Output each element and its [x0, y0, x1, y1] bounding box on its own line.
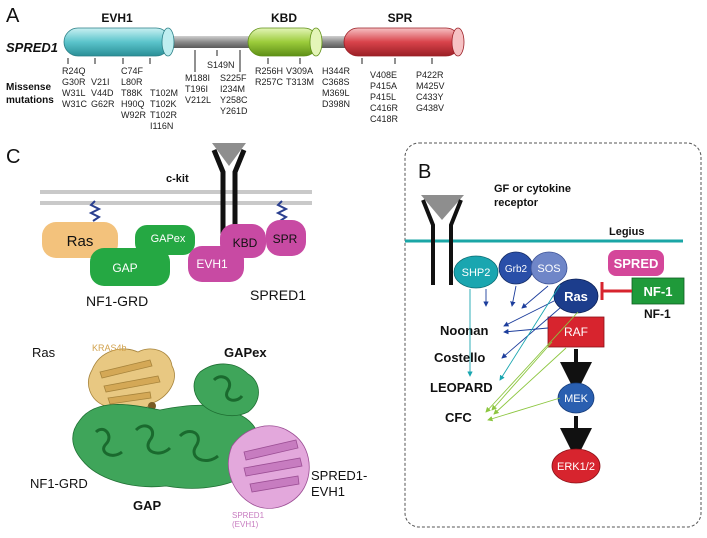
mek-node: MEK	[557, 382, 595, 414]
structure-nf1-grd-label: NF1-GRD	[30, 476, 88, 491]
mutation-group-4: T102M T102K T102R I116N	[150, 88, 181, 131]
grb2-node: Grb2	[498, 251, 534, 285]
sos-label: SOS	[537, 263, 560, 275]
ras-node-label: Ras	[564, 289, 588, 304]
sos-node: SOS	[530, 251, 568, 285]
mutation-group-8: V309A T313M	[286, 66, 315, 87]
nf1-gap-shape: GAPex GAP	[90, 225, 195, 286]
side-label-line2: mutations	[6, 95, 54, 106]
panel-b: B GF or cytokine receptor Legius SHP2 Gr…	[404, 142, 702, 528]
panel-a: A SPRED1 Missense mutations EVH1 KBD SPR	[6, 5, 465, 131]
raf-label: RAF	[564, 325, 588, 339]
kras-ribbon	[88, 348, 175, 415]
domain-label-kbd: KBD	[271, 11, 297, 25]
mutation-group-6: S225F I234M Y258C Y261D	[220, 73, 250, 116]
domain-label-evh1: EVH1	[101, 11, 133, 25]
structure-gap-label: GAP	[133, 498, 162, 513]
panel-c-letter: C	[6, 146, 20, 168]
linker-mutation: S149N	[207, 60, 235, 70]
erk-node: ERK1/2	[551, 448, 601, 484]
panel-b-frame	[404, 142, 702, 528]
nf1-grd-label: NF1-GRD	[86, 293, 148, 309]
spred-anchor	[275, 200, 289, 222]
mutation-group-1: R24Q G30R W31L W31C	[62, 66, 88, 109]
ligand-triangle	[212, 143, 246, 166]
mutation-group-9: H344R C368S M369L D398N	[322, 66, 353, 109]
ras-anchor	[88, 200, 102, 222]
kras-label: KRAS4b	[92, 343, 127, 353]
mutation-ticks	[67, 50, 433, 72]
spred-node: SPRED	[608, 250, 664, 276]
shp2-node: SHP2	[453, 255, 499, 289]
receptor-label-line1: GF or cytokine	[494, 183, 571, 195]
domain-kbd: KBD	[247, 11, 323, 57]
mutation-group-2: V21I V44D G62R	[91, 77, 116, 109]
panel-b-letter: B	[418, 161, 431, 183]
legius-label: Legius	[609, 226, 644, 238]
mutation-group-5: M188I T196I V212L	[185, 73, 213, 105]
spred1-label: SPRED1	[250, 287, 306, 303]
gap-label: GAP	[112, 261, 137, 275]
gene-name: SPRED1	[6, 40, 58, 55]
membrane-c	[40, 190, 312, 205]
ras-node: Ras	[553, 278, 599, 314]
linker-1	[168, 36, 254, 48]
structure-ras-label: Ras	[32, 345, 56, 360]
teal-arrows	[467, 284, 561, 381]
ras-label: Ras	[67, 233, 94, 250]
spr-label: SPR	[273, 232, 298, 246]
nf1-label: NF-1	[644, 307, 671, 321]
linker-2	[316, 36, 350, 48]
structure-gapex-label: GAPex	[224, 345, 267, 360]
domain-spr: SPR	[343, 11, 465, 57]
protein-structure	[72, 348, 310, 509]
gapex-label: GAPex	[151, 233, 186, 245]
inhibition-arrow	[600, 282, 632, 300]
gf-receptor	[421, 195, 464, 285]
nf1-grd-ribbon	[72, 363, 261, 489]
structure-spred-evh1-line1: SPRED1-	[311, 468, 367, 483]
spr-block	[266, 220, 306, 256]
mek-label: MEK	[564, 393, 589, 405]
receptor-label-line2: receptor	[494, 197, 539, 209]
grb2-label: Grb2	[505, 264, 528, 275]
spred-small-label-line2: (EVH1)	[232, 520, 259, 529]
erk-label: ERK1/2	[557, 461, 595, 473]
mutation-group-11: P422R M425V C433Y G438V	[416, 70, 447, 113]
spred-label: SPRED	[614, 256, 659, 271]
green-arrows	[485, 311, 579, 422]
kbd-block	[220, 224, 266, 258]
mutation-group-7: R256H R257C	[255, 66, 286, 87]
panel-c: C c-kit Ras GAPex GAP	[6, 143, 367, 529]
side-label-line1: Missense	[6, 82, 51, 93]
shp2-label: SHP2	[462, 267, 491, 279]
spred1-shape: KBD EVH1 SPR	[188, 220, 306, 282]
spred-small-label-line1: SPRED1	[232, 511, 265, 520]
domain-label-spr: SPR	[388, 11, 413, 25]
nf1-box-label: NF-1	[644, 284, 673, 299]
evh1-label: EVH1	[196, 257, 228, 271]
nf1-node: NF-1	[631, 277, 685, 305]
syndrome-cfc: CFC	[445, 410, 472, 425]
panel-a-letter: A	[6, 5, 20, 27]
spred1-evh1-ribbon	[228, 425, 310, 509]
domain-evh1: EVH1	[63, 11, 175, 57]
structure-spred-evh1-line2: EVH1	[311, 484, 345, 499]
syndrome-costello: Costello	[434, 350, 485, 365]
kbd-label: KBD	[233, 236, 258, 250]
raf-node: RAF	[547, 316, 605, 348]
syndrome-leopard: LEOPARD	[430, 380, 493, 395]
mutation-group-3: C74F L80R T88K H90Q W92R	[121, 66, 147, 120]
mutation-group-10: V408E P415A P415L C416R C418R	[370, 70, 401, 124]
ckit-label: c-kit	[166, 173, 189, 185]
syndrome-noonan: Noonan	[440, 323, 488, 338]
